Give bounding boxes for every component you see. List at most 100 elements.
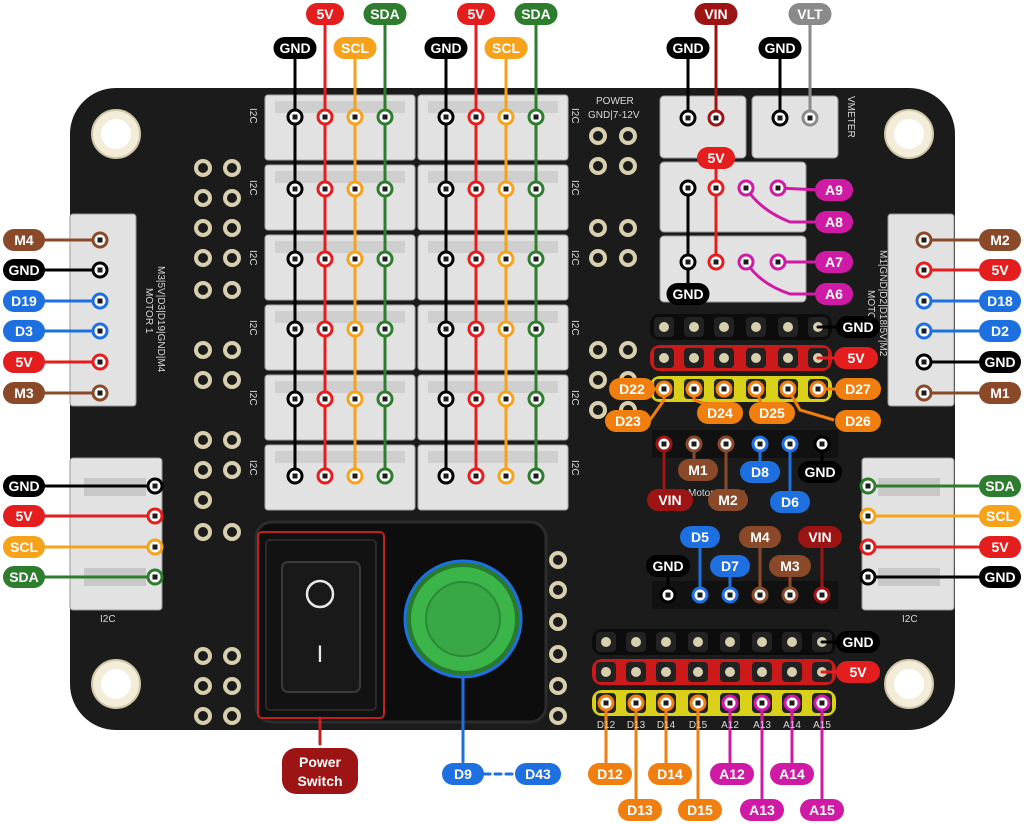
label-badge [484, 37, 528, 59]
pin-label-d26: D26 [835, 410, 881, 432]
pin-core [292, 186, 298, 192]
pad-hole [227, 527, 237, 537]
pin-core [685, 259, 691, 265]
label-badge [979, 320, 1021, 342]
connector-latch [275, 241, 405, 253]
label-text: A14 [779, 766, 805, 782]
side-i2c-connectors [69, 457, 955, 611]
pin-core [382, 114, 388, 120]
pad-hole [553, 617, 563, 627]
pad-hole [227, 193, 237, 203]
label-text: D3 [15, 323, 33, 339]
label-text: VIN [658, 492, 681, 508]
pin-core [382, 326, 388, 332]
pin-core [633, 700, 639, 706]
label-badge [666, 37, 710, 59]
label-badge [333, 37, 377, 59]
label-text: GND [8, 478, 39, 494]
silk-i2c: I2C [247, 250, 258, 266]
label-text: A8 [825, 214, 843, 230]
pin-core [382, 473, 388, 479]
switch-off-symbol [305, 579, 335, 609]
pad-hole [198, 527, 208, 537]
pin-core [473, 256, 479, 262]
power-switch-rocker[interactable] [281, 561, 361, 693]
pin-core [292, 256, 298, 262]
label-text: D19 [11, 293, 37, 309]
pin-core [695, 700, 701, 706]
label-badge [442, 763, 484, 785]
label-text: SDA [521, 6, 551, 22]
header-pin-pad [751, 353, 761, 363]
pin-label-scl: SCL [484, 37, 528, 59]
label-text: M3 [780, 558, 800, 574]
pin-core [921, 298, 927, 304]
label-badge [306, 3, 344, 25]
header-pin-pad [659, 353, 669, 363]
label-badge [800, 799, 844, 821]
pin-core [727, 700, 733, 706]
header-pin-pad [659, 322, 669, 332]
label-badge [273, 37, 317, 59]
pin-label-sda: SDA [514, 3, 558, 25]
mounting-hole-bore [894, 119, 924, 149]
connector-latch [275, 381, 405, 393]
label-text: SCL [986, 508, 1014, 524]
silk-i2c: I2C [247, 460, 258, 476]
pin-core [152, 483, 158, 489]
pin-core [865, 544, 871, 550]
pin-core [865, 574, 871, 580]
pin-core [759, 700, 765, 706]
pad-hole [227, 253, 237, 263]
label-text: M4 [750, 529, 770, 545]
label-text: 5V [991, 262, 1009, 278]
header-pin-pad [783, 322, 793, 332]
pin-label-d23: D23 [605, 410, 651, 432]
pin-core [152, 544, 158, 550]
header-pin-pad [693, 667, 703, 677]
label-badge [3, 475, 45, 497]
pin-core [775, 185, 781, 191]
pin-label-d14: D14 [648, 763, 692, 785]
label-badge [798, 461, 842, 483]
label-badge [740, 461, 780, 483]
pad-hole [198, 285, 208, 295]
pin-core [753, 386, 759, 392]
pin-core [865, 483, 871, 489]
label-text: D27 [845, 381, 871, 397]
switch-on-symbol: I [317, 641, 324, 668]
pin-core [97, 237, 103, 243]
pin-label-a9: A9 [815, 179, 853, 201]
pin-label-a15: A15 [800, 799, 844, 821]
pin-label-d12: D12 [588, 763, 632, 785]
pin-core [152, 574, 158, 580]
pin-label-vin: VIN [798, 526, 842, 548]
pin-label-5v: 5V [3, 505, 45, 527]
pin-label-a12: A12 [710, 763, 754, 785]
label-badge [834, 347, 878, 369]
silk-power-pins: GND|7-12V [588, 110, 640, 121]
pin-label-d22: D22 [609, 378, 655, 400]
label-badge [3, 536, 45, 558]
pin-core [473, 473, 479, 479]
pin-core [322, 256, 328, 262]
pin-core [382, 186, 388, 192]
silk-i2c: I2C [569, 460, 580, 476]
pin-core [322, 326, 328, 332]
silk-header-pin: D14 [657, 720, 676, 731]
pin-label-d15: D15 [678, 799, 722, 821]
label-text: SCL [341, 40, 369, 56]
pin-label-gnd: GND [424, 37, 468, 59]
label-badge [514, 3, 558, 25]
silk-power: POWER [596, 96, 634, 107]
connector-latch [428, 451, 558, 463]
pad-hole [198, 435, 208, 445]
pin-core [757, 592, 763, 598]
mounting-hole-bore [894, 669, 924, 699]
pad-hole [227, 223, 237, 233]
pin-core [533, 186, 539, 192]
pin-label-5v: 5V [3, 351, 45, 373]
label-text: D43 [525, 766, 551, 782]
pin-label-m4: M4 [3, 229, 45, 251]
